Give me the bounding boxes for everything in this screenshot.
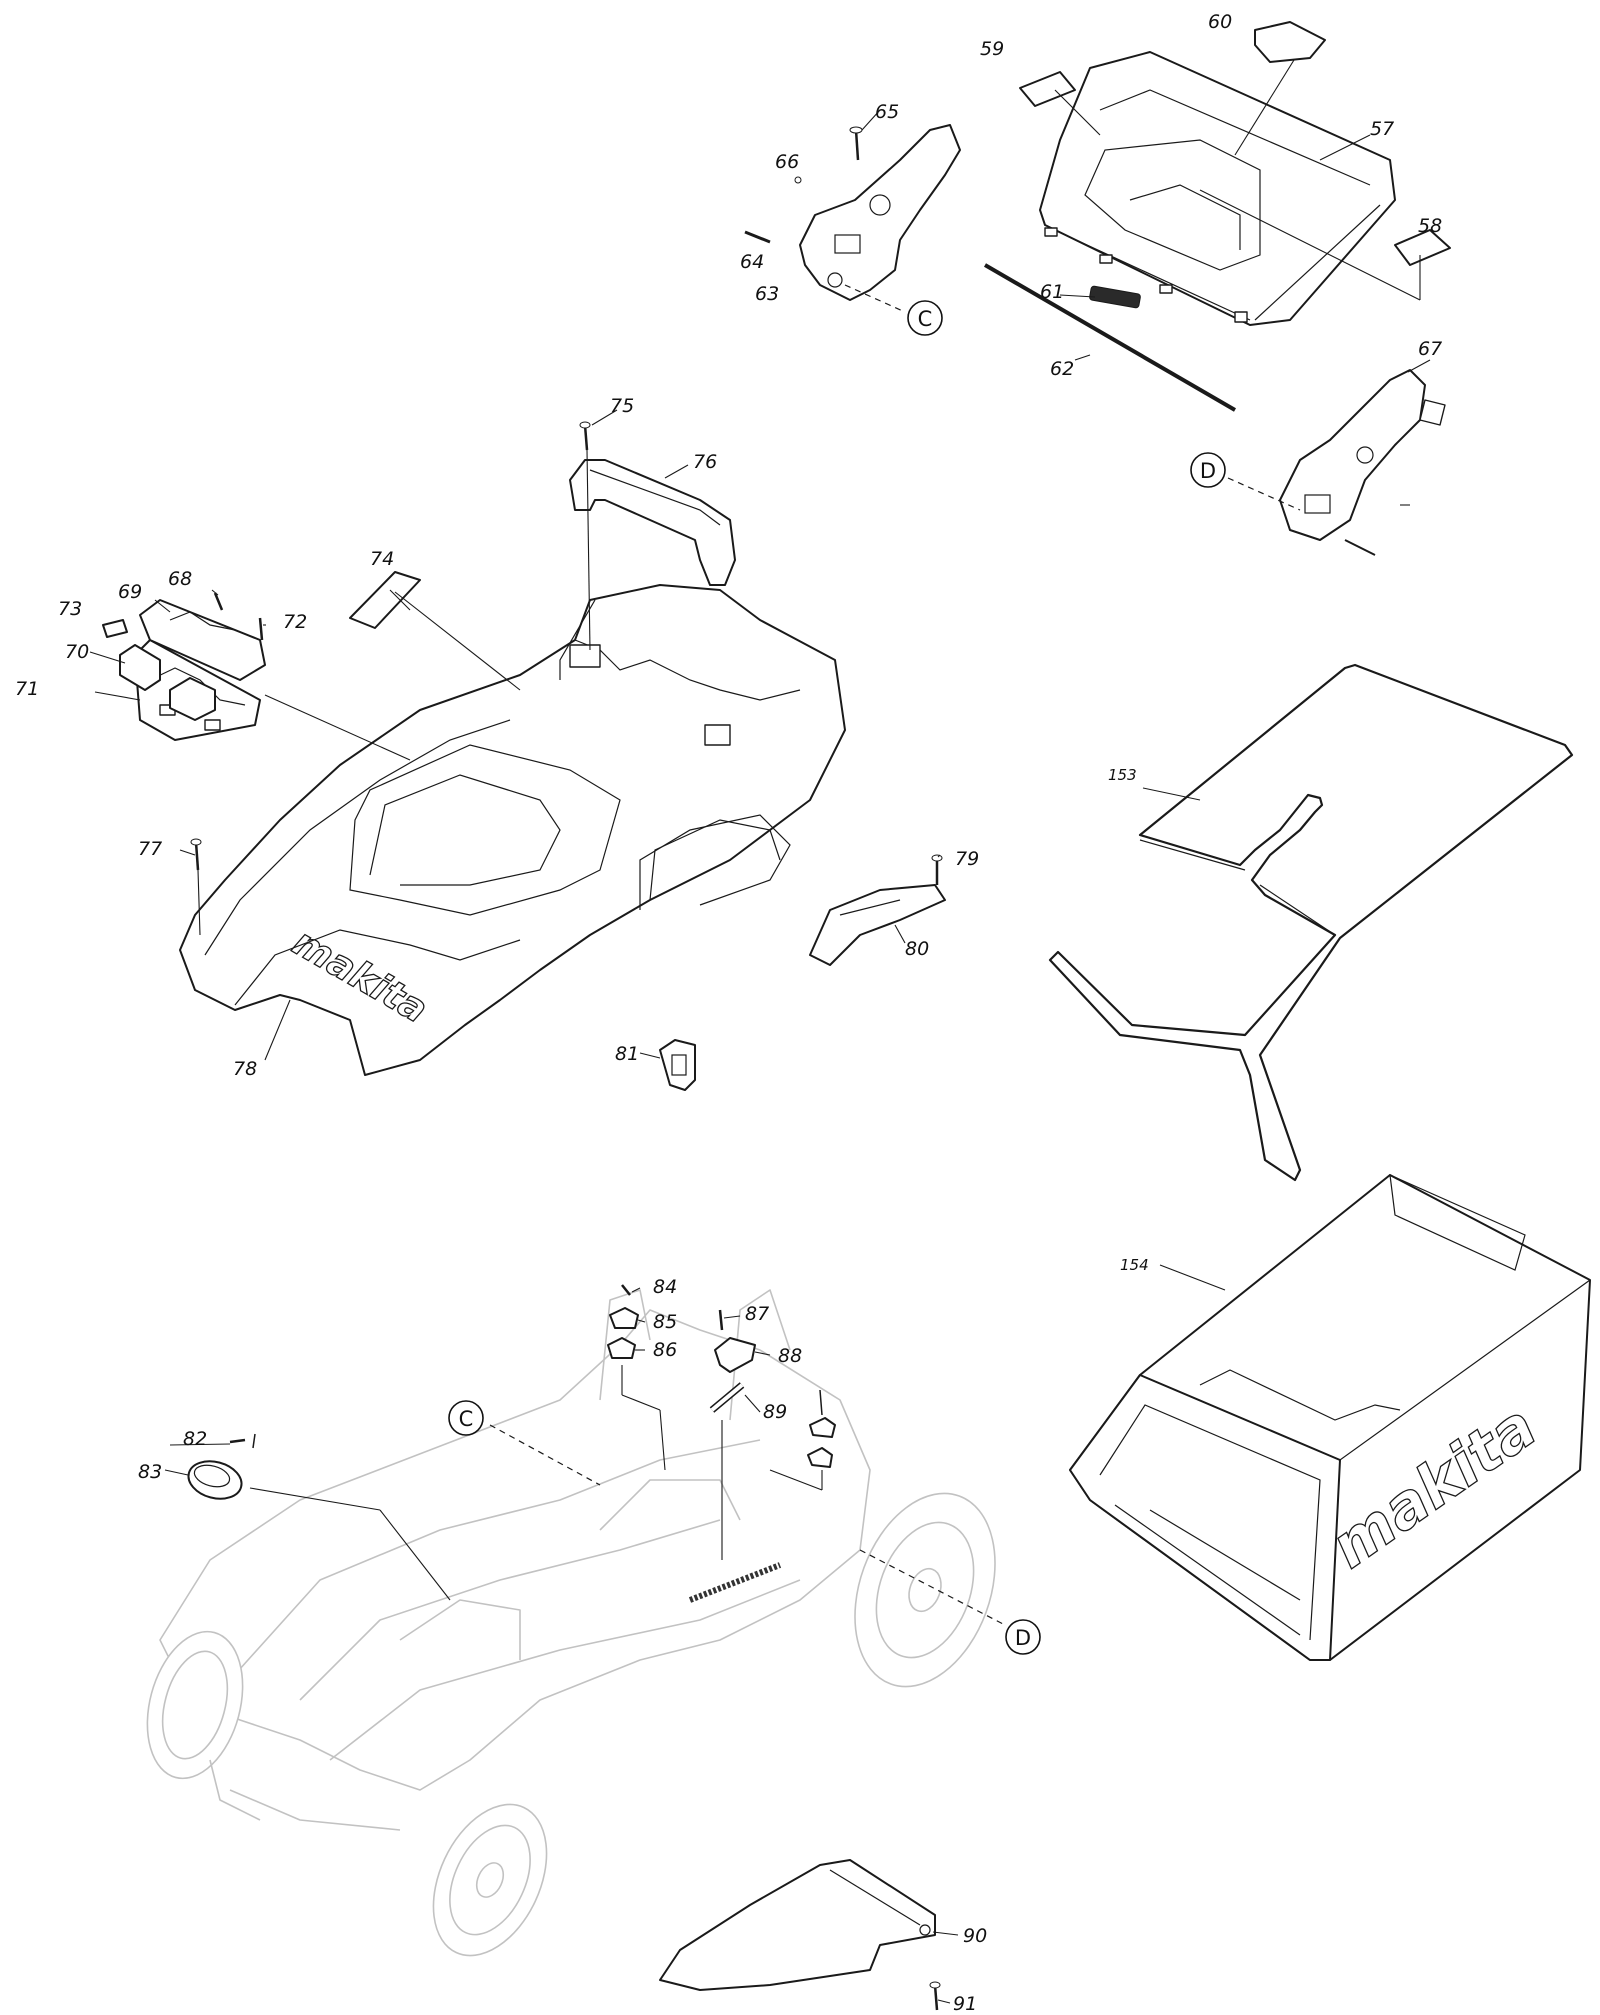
callout-72: 72: [283, 611, 307, 633]
connection-marker-c-lower: C: [448, 1400, 484, 1436]
left-hinge-bracket: [799, 124, 961, 301]
callout-59: 59: [980, 38, 1004, 60]
callout-65: 65: [875, 101, 899, 123]
callout-71: 71: [15, 678, 39, 700]
callout-87: 87: [745, 1303, 769, 1325]
callout-153: 153: [1108, 766, 1137, 784]
screw-right: [1344, 539, 1376, 556]
callout-154: 154: [1120, 1256, 1149, 1274]
callout-88: 88: [778, 1345, 802, 1367]
screw-72: [258, 617, 264, 641]
svg-text:C: C: [459, 1407, 474, 1431]
screw-82: [229, 1433, 256, 1449]
connection-line-c-lower: [489, 1424, 601, 1486]
callout-67: 67: [1418, 338, 1442, 360]
callout-73: 73: [58, 598, 82, 620]
leader-lines: [89, 59, 1431, 2004]
svg-text:D: D: [1015, 1626, 1031, 1650]
label-sticker-73: [102, 619, 128, 638]
callout-57: 57: [1370, 118, 1394, 140]
callout-82: 82: [183, 1428, 207, 1450]
callout-58: 58: [1418, 215, 1442, 237]
screw-65: [849, 126, 863, 161]
callout-64: 64: [740, 251, 764, 273]
callout-62: 62: [1050, 358, 1074, 380]
callout-61: 61: [1040, 281, 1064, 303]
svg-text:C: C: [918, 307, 933, 331]
screw-75: [579, 421, 591, 451]
lid-spring: [1089, 285, 1141, 309]
label-sticker-59: [1019, 71, 1076, 107]
clip-extra-2: [807, 1447, 833, 1468]
safety-key: [659, 1039, 696, 1091]
callout-91: 91: [953, 1993, 977, 2015]
callout-83: 83: [138, 1461, 162, 1483]
connection-line-d-upper: [1227, 477, 1301, 511]
callout-63: 63: [755, 283, 779, 305]
clip-85: [609, 1307, 639, 1329]
deflector-plate: [809, 884, 946, 966]
right-hinge-bracket: [1279, 369, 1446, 541]
chassis-spring: [688, 1562, 782, 1603]
grass-box-lid: [1039, 51, 1396, 326]
lever-88: [714, 1337, 756, 1373]
carry-handle: [569, 459, 736, 586]
callout-80: 80: [905, 938, 929, 960]
pin-66: [794, 176, 802, 184]
clip-extra-1: [809, 1417, 836, 1438]
connection-marker-d-lower: D: [1005, 1619, 1041, 1655]
grass-box: makita: [1069, 1174, 1591, 1661]
screw-79: [931, 854, 943, 885]
clip-86: [607, 1337, 636, 1359]
callout-70: 70: [65, 641, 89, 663]
callout-69: 69: [118, 581, 142, 603]
label-sticker-74: [349, 571, 421, 629]
callout-90: 90: [963, 1925, 987, 1947]
screw-extra: [819, 1389, 823, 1416]
callout-89: 89: [763, 1401, 787, 1423]
screw-68: [213, 592, 224, 611]
callout-60: 60: [1208, 11, 1232, 33]
svg-text:D: D: [1200, 459, 1216, 483]
screw-91: [929, 1981, 941, 2011]
callout-76: 76: [693, 451, 717, 473]
screw-64: [744, 230, 771, 244]
callout-85: 85: [653, 1311, 677, 1333]
rear-flap: [659, 1859, 936, 1991]
callout-75: 75: [610, 395, 634, 417]
battery-terminal-upper: [139, 599, 266, 681]
callout-66: 66: [775, 151, 799, 173]
label-sticker-60: [1254, 21, 1326, 63]
callout-86: 86: [653, 1339, 677, 1361]
screw-84: [621, 1284, 631, 1296]
callout-74: 74: [370, 548, 394, 570]
screw-77: [190, 838, 202, 871]
callout-77: 77: [138, 838, 162, 860]
lower-chassis-ghost: [146, 1289, 996, 1957]
grass-bag-frame: [1048, 663, 1574, 1182]
callout-79: 79: [955, 848, 979, 870]
connection-line-d-lower: [859, 1549, 1006, 1626]
callout-84: 84: [653, 1276, 677, 1298]
connection-marker-c-upper: C: [907, 300, 943, 336]
screw-87: [718, 1309, 724, 1331]
handle-mount-right: [704, 724, 731, 746]
shaft-89: [709, 1382, 745, 1413]
upper-housing: makita: [179, 584, 846, 1076]
callout-68: 68: [168, 568, 192, 590]
label-sticker-58: [1394, 229, 1451, 266]
hinge-rod: [983, 263, 1237, 412]
connection-marker-d-upper: D: [1190, 452, 1226, 488]
battery-latch-right: [169, 677, 216, 721]
callout-labels: 57 58 59 60 61 62 63 64 65 66 67 68 69 7…: [15, 11, 1442, 2015]
cap-83: [187, 1460, 243, 1500]
handle-mount-left: [569, 644, 601, 668]
callout-81: 81: [615, 1043, 639, 1065]
battery-latch-70: [119, 644, 161, 691]
callout-78: 78: [233, 1058, 257, 1080]
